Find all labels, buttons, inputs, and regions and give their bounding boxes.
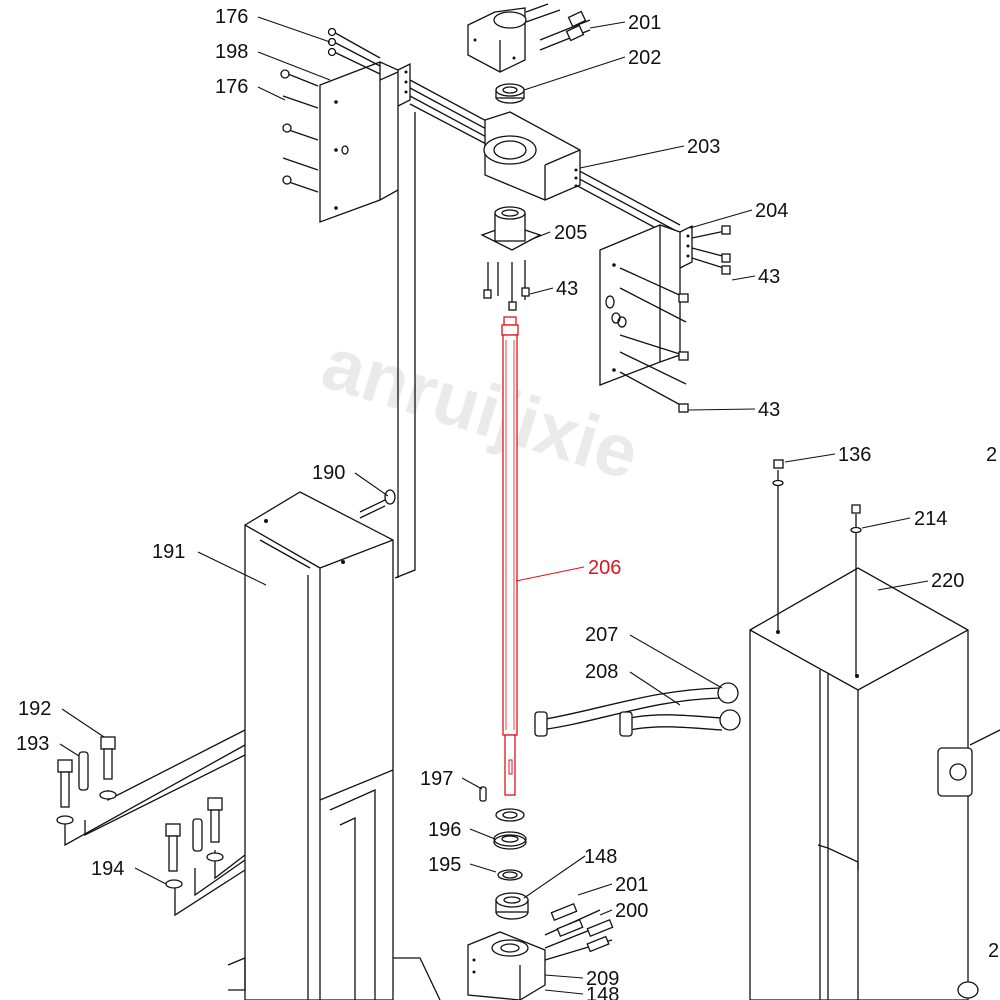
bearing-202	[495, 83, 525, 104]
label-214: 214	[914, 508, 947, 530]
block-203	[483, 111, 581, 201]
bearing-stack	[493, 808, 529, 920]
label-192: 192	[18, 698, 51, 720]
label-200: 200	[615, 900, 648, 922]
shaft-206[interactable]	[501, 316, 519, 796]
label-203: 203	[687, 136, 720, 158]
label-207: 207	[585, 624, 618, 646]
label-198: 198	[215, 41, 248, 63]
label-209: 209	[586, 968, 619, 990]
key-197	[479, 786, 487, 802]
label-193: 193	[16, 733, 49, 755]
label-220: 220	[931, 570, 964, 592]
bracket-198	[319, 61, 411, 223]
top-clamp-block	[467, 3, 591, 73]
screws-136-214	[772, 459, 862, 675]
label-208: 208	[585, 661, 618, 683]
label-43: 43	[556, 278, 578, 300]
label-136: 136	[838, 444, 871, 466]
part-labels: 176 198 176 201 202 203 204 205 43 43 43…	[16, 6, 999, 1000]
label-43: 43	[758, 399, 780, 421]
label-196: 196	[428, 819, 461, 841]
label-204: 204	[755, 200, 788, 222]
label-43: 43	[758, 266, 780, 288]
label-2-clipped: 2	[988, 940, 999, 962]
cabinet-220	[749, 567, 1000, 1000]
label-195: 195	[428, 854, 461, 876]
label-201: 201	[628, 12, 661, 34]
flange-205	[480, 206, 542, 311]
pillar-191	[227, 491, 441, 1000]
label-194: 194	[91, 858, 124, 880]
bottom-clamp-block	[467, 902, 614, 1000]
label-176: 176	[215, 76, 248, 98]
leader-lines	[59, 16, 929, 995]
label-205: 205	[554, 222, 587, 244]
bolts-left	[56, 729, 246, 917]
label-202: 202	[628, 47, 661, 69]
label-2-clipped: 2	[986, 444, 997, 466]
watermark: anruijixie	[313, 321, 648, 495]
screws-176	[280, 27, 381, 193]
label-191: 191	[152, 541, 185, 563]
label-190: 190	[312, 462, 345, 484]
screw-190	[359, 489, 396, 519]
label-197: 197	[420, 768, 453, 790]
column-outline	[394, 112, 416, 579]
label-201: 201	[615, 874, 648, 896]
hoses	[534, 682, 741, 737]
label-176: 176	[215, 6, 248, 28]
label-148: 148	[586, 984, 619, 1000]
bracket-204	[599, 224, 731, 413]
label-148: 148	[584, 846, 617, 868]
label-206[interactable]: 206	[588, 557, 621, 579]
